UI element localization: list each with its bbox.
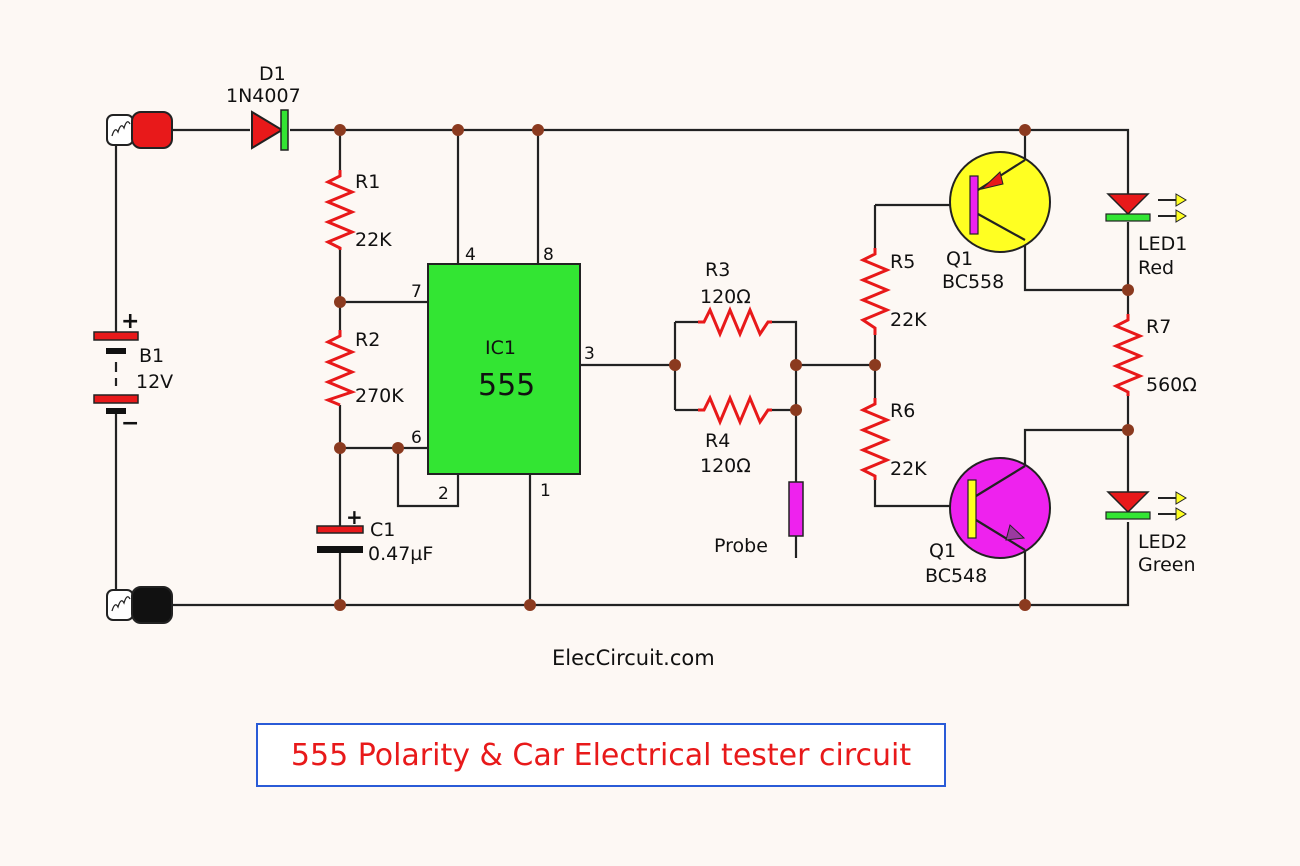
b1-ref: B1 [139,345,164,367]
r6-value: 22K [890,458,927,480]
ic1-value: 555 [478,368,535,403]
r2-value: 270K [355,385,404,407]
resistor-r2 [323,330,357,407]
ic1-pin8: 8 [543,245,554,265]
ic1-pin6: 6 [411,428,422,448]
r3-ref: R3 [705,259,730,281]
led2 [1105,491,1187,521]
black-clip-connector [106,586,173,624]
r5-value: 22K [890,309,927,331]
ic1-chip [427,263,581,475]
transistor-q1-pnp [949,151,1051,253]
ic1-pin4: 4 [465,245,476,265]
resistor-r5 [859,248,891,335]
ic1-pin7: 7 [411,282,422,302]
led2-color: Green [1138,554,1196,576]
c1-polarity-sign: + [346,505,363,529]
resistor-r3 [698,306,772,338]
c1-value: 0.47µF [368,543,433,565]
d1-value: 1N4007 [226,85,301,107]
ic1-pin2: 2 [438,484,449,504]
q1-pnp-ref: Q1 [946,248,973,270]
c1-ref: C1 [370,519,395,541]
b1-minus-sign: − [121,411,139,436]
led1-color: Red [1138,257,1174,279]
diode-d1 [251,109,289,151]
ic1-ref: IC1 [485,337,516,359]
led1-ref: LED1 [1138,233,1187,255]
q1-npn-ref: Q1 [929,540,956,562]
r6-ref: R6 [890,400,915,422]
red-clip-connector [106,111,173,149]
r4-value: 120Ω [700,455,751,477]
probe-tip [788,481,804,537]
r2-ref: R2 [355,329,380,351]
battery-b1 [93,331,139,414]
resistor-r1 [324,170,356,250]
r4-ref: R4 [705,430,730,452]
r1-value: 22K [355,229,392,251]
footer-site: ElecCircuit.com [552,646,715,670]
q1-pnp-value: BC558 [942,271,1004,293]
r5-ref: R5 [890,251,915,273]
d1-ref: D1 [259,63,286,85]
led1 [1105,193,1187,223]
title-box: 555 Polarity & Car Electrical tester cir… [256,723,946,787]
r1-ref: R1 [355,171,380,193]
ic1-pin3: 3 [584,344,595,364]
b1-plus-sign: + [121,309,139,334]
b1-value: 12V [136,371,173,393]
resistor-r4 [698,394,772,426]
diagram-title: 555 Polarity & Car Electrical tester cir… [290,737,912,773]
resistor-r7 [1112,314,1144,396]
ic1-pin1: 1 [540,481,551,501]
r7-value: 560Ω [1146,374,1197,396]
q1-npn-value: BC548 [925,565,987,587]
resistor-r6 [859,398,891,480]
junction-dots [334,124,1134,611]
wires [114,128,1130,607]
capacitor-c1 [316,525,364,553]
probe-label: Probe [714,535,768,557]
led2-ref: LED2 [1138,531,1187,553]
r7-ref: R7 [1146,316,1171,338]
transistor-q1-npn [949,457,1051,559]
r3-value: 120Ω [700,286,751,308]
